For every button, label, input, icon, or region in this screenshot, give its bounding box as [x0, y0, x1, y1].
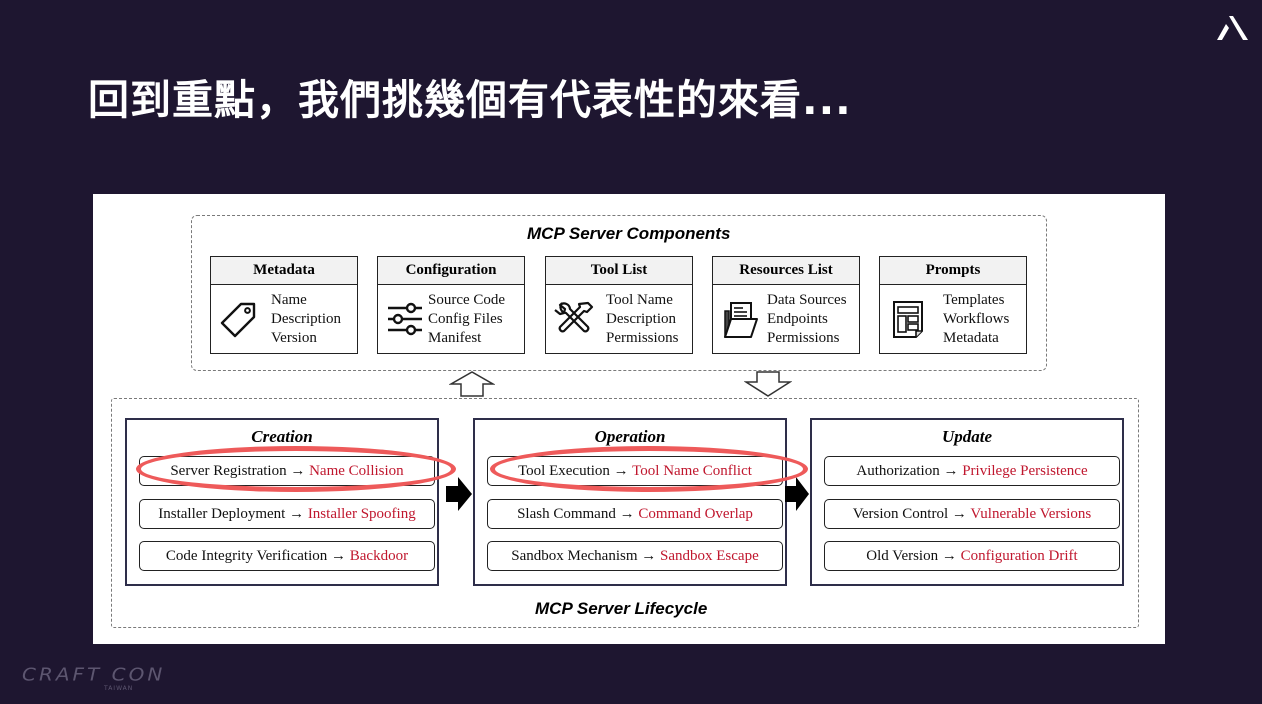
up-hollow-arrow-icon	[449, 371, 495, 397]
stage-label: Version Control	[852, 506, 949, 522]
phase-title: Update	[941, 427, 993, 446]
footer-logo-main: CRAFT CON	[22, 663, 166, 685]
arrow-glyph: →	[641, 548, 657, 564]
phase-creation: Creation Server Registration → Name Coll…	[125, 418, 439, 586]
component-card-metadata: Metadata Name Description Version	[210, 256, 358, 354]
phase-title: Creation	[251, 427, 313, 446]
right-solid-arrow-icon	[785, 477, 809, 511]
mcp-diagram-figure: MCP Server Components Metadata Name Desc…	[93, 194, 1165, 644]
component-line: Templates	[943, 292, 1005, 308]
risk-label: Installer Spoofing	[307, 506, 416, 522]
lifecycle-title: MCP Server Lifecycle	[535, 599, 708, 618]
phase-update: Update Authorization → Privilege Persist…	[810, 418, 1124, 586]
component-card-resources-list: Resources List Data Sources Endpoints Pe…	[712, 256, 860, 354]
phase-item: Slash Command → Command Overlap	[487, 499, 783, 529]
risk-label: Vulnerable Versions	[970, 506, 1092, 522]
component-card-title: Prompts	[880, 257, 1026, 285]
risk-label: Sandbox Escape	[660, 548, 759, 564]
arrow-glyph: →	[331, 548, 347, 564]
stage-label: Authorization	[856, 463, 940, 479]
phase-item: Authorization → Privilege Persistence	[824, 456, 1120, 486]
phase-item: Installer Deployment → Installer Spoofin…	[139, 499, 435, 529]
component-line: Manifest	[428, 330, 482, 346]
mountain-a-logo-icon	[1217, 16, 1248, 40]
component-line: Data Sources	[767, 292, 847, 308]
component-line: Source Code	[428, 292, 506, 308]
component-card-configuration: Configuration Source Code Config Files M…	[377, 256, 525, 354]
right-solid-arrow-icon	[446, 477, 472, 511]
sliders-icon	[388, 302, 422, 336]
component-line: Workflows	[943, 311, 1010, 327]
arrow-glyph: →	[943, 463, 959, 479]
phase-item: Tool Execution → Tool Name Conflict	[487, 456, 783, 486]
components-container	[191, 215, 1047, 371]
stage-label: Code Integrity Verification	[165, 548, 328, 564]
phase-operation: Operation Tool Execution → Tool Name Con…	[473, 418, 787, 586]
component-line: Version	[271, 330, 317, 346]
component-line: Config Files	[428, 311, 503, 327]
component-card-title: Tool List	[546, 257, 692, 285]
phase-item: Code Integrity Verification → Backdoor	[139, 541, 435, 571]
arrow-glyph: →	[619, 506, 635, 522]
stage-label: Sandbox Mechanism	[511, 548, 638, 564]
arrow-glyph: →	[613, 463, 629, 479]
arrow-glyph: →	[941, 548, 957, 564]
arrow-glyph: →	[290, 463, 306, 479]
component-line: Metadata	[943, 330, 999, 346]
stage-label: Server Registration	[170, 463, 287, 479]
components-title: MCP Server Components	[527, 224, 731, 243]
phase-item: Version Control → Vulnerable Versions	[824, 499, 1120, 529]
component-line: Permissions	[606, 330, 679, 346]
component-line: Description	[271, 311, 341, 327]
lifecycle-container	[111, 398, 1139, 628]
risk-label: Configuration Drift	[960, 548, 1078, 564]
risk-label: Backdoor	[349, 548, 409, 564]
stage-label: Old Version	[866, 548, 939, 564]
component-card-title: Metadata	[211, 257, 357, 285]
component-card-prompts: Prompts Templates Workflows Metadata	[879, 256, 1027, 354]
craftcon-logo: CRAFT CON TAIWAN	[22, 663, 166, 695]
phase-item: Old Version → Configuration Drift	[824, 541, 1120, 571]
component-line: Endpoints	[767, 311, 828, 327]
phase-title: Operation	[594, 427, 666, 446]
component-card-title: Resources List	[713, 257, 859, 285]
stage-label: Tool Execution	[518, 463, 610, 479]
component-line: Permissions	[767, 330, 840, 346]
arrow-glyph: →	[951, 506, 967, 522]
tag-icon	[220, 302, 256, 338]
down-hollow-arrow-icon	[744, 371, 792, 397]
phase-item: Server Registration → Name Collision	[139, 456, 435, 486]
template-page-icon	[893, 301, 923, 338]
risk-label: Tool Name Conflict	[632, 463, 752, 479]
tools-icon	[554, 301, 594, 333]
slide-title: 回到重點，我們挑幾個有代表性的來看...	[88, 76, 852, 124]
phase-item: Sandbox Mechanism → Sandbox Escape	[487, 541, 783, 571]
component-line: Name	[271, 292, 307, 308]
stage-label: Slash Command	[517, 506, 616, 522]
risk-label: Name Collision	[309, 463, 404, 479]
arrow-glyph: →	[289, 506, 305, 522]
component-line: Tool Name	[606, 292, 673, 308]
component-card-tool-list: Tool List Tool Name Description Permissi…	[545, 256, 693, 354]
component-card-title: Configuration	[378, 257, 524, 285]
folder-documents-icon	[724, 302, 758, 338]
risk-label: Privilege Persistence	[962, 463, 1088, 479]
footer-logo-sub: TAIWAN	[104, 685, 134, 692]
risk-label: Command Overlap	[638, 506, 753, 522]
component-line: Description	[606, 311, 676, 327]
stage-label: Installer Deployment	[158, 506, 286, 522]
